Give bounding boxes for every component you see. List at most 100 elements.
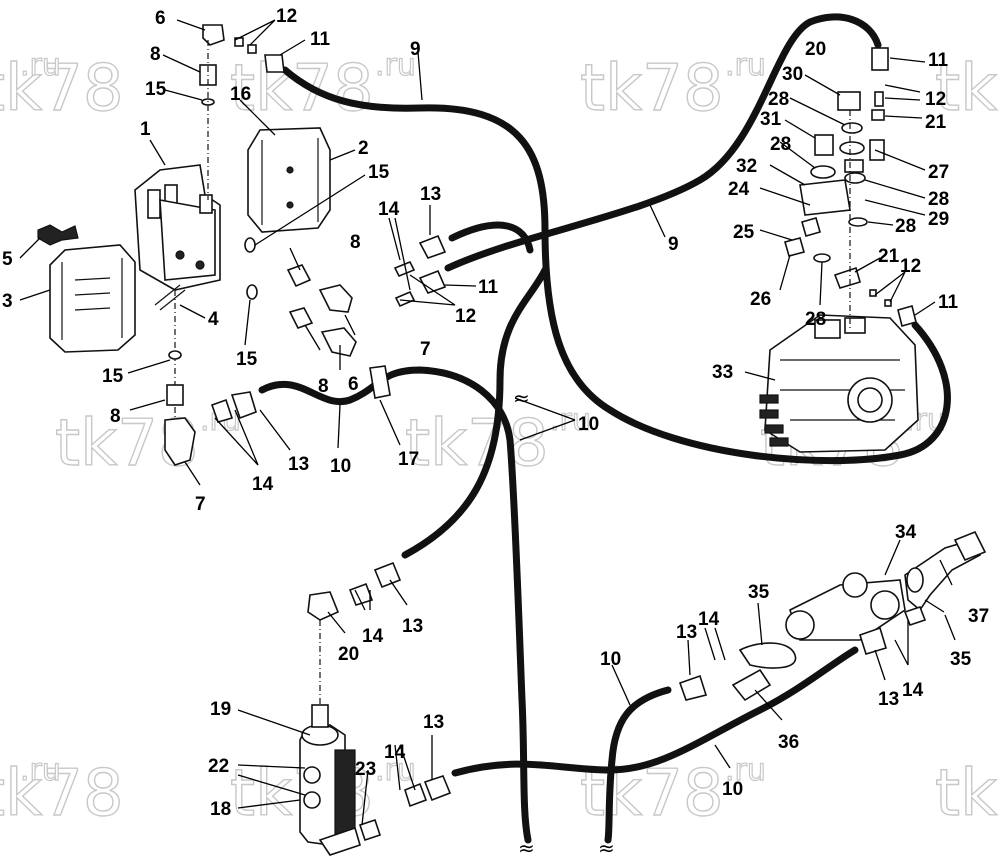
callout-31: 31 [760, 109, 782, 130]
break-symbols: ≈ ≈ ≈ [513, 386, 615, 860]
callout-32: 32 [736, 156, 757, 177]
injection-pump [759, 47, 919, 453]
callout-19: 19 [210, 699, 231, 720]
callout-13: 13 [423, 712, 444, 733]
callout-12: 12 [455, 306, 476, 327]
break-symbol: ≈ [598, 836, 615, 860]
callout-4: 4 [208, 309, 219, 330]
hose-10-right [604, 686, 672, 844]
callout-27: 27 [928, 162, 949, 183]
lift-pump [678, 530, 987, 702]
watermark-suffix: .ru [20, 753, 61, 788]
callout-10: 10 [722, 779, 743, 800]
callout-7: 7 [420, 339, 431, 360]
callout-33: 33 [712, 362, 733, 383]
hoses [258, 13, 951, 844]
callout-21: 21 [878, 246, 900, 267]
watermark-text: tk78 [405, 407, 549, 481]
callout-10: 10 [600, 649, 621, 670]
callout-15: 15 [368, 162, 390, 183]
callout-28: 28 [805, 309, 826, 330]
callout-14: 14 [698, 609, 720, 630]
watermark-text: tk78 [935, 52, 1000, 126]
callout-8: 8 [318, 376, 329, 397]
callout-labels: 6 12 11 9 8 15 16 1 2 15 5 3 4 15 8 8 6 … [2, 6, 989, 820]
callout-25: 25 [733, 222, 755, 243]
callout-13: 13 [402, 616, 423, 637]
callout-8: 8 [350, 232, 361, 253]
hose-9-upper [444, 13, 882, 272]
break-symbol: ≈ [513, 386, 530, 410]
watermark-suffix: .ru [375, 48, 416, 83]
callout-30: 30 [782, 64, 803, 85]
hose-9-main [281, 66, 951, 465]
callout-15: 15 [102, 366, 124, 387]
callout-36: 36 [778, 732, 799, 753]
callout-34: 34 [895, 522, 917, 543]
callout-9: 9 [410, 39, 421, 60]
callout-35: 35 [748, 582, 770, 603]
callout-23: 23 [355, 759, 376, 780]
callout-6: 6 [155, 8, 166, 29]
callout-29: 29 [928, 209, 949, 230]
watermark-suffix: .ru [725, 753, 766, 788]
callout-13: 13 [420, 184, 441, 205]
callout-9: 9 [668, 234, 679, 255]
callout-20: 20 [805, 39, 826, 60]
callout-14: 14 [252, 474, 274, 495]
callout-11: 11 [928, 50, 949, 71]
callout-22: 22 [208, 756, 229, 777]
watermark-text: tk78 [0, 757, 124, 831]
hose-10-bottom [451, 646, 859, 777]
watermark-suffix: .ru [375, 753, 416, 788]
filter-head-bracket [37, 24, 447, 466]
watermark-suffix: .ru [550, 403, 591, 438]
callout-26: 26 [750, 289, 771, 310]
watermark-suffix: .ru [725, 48, 766, 83]
callout-20: 20 [338, 644, 359, 665]
callout-18: 18 [210, 799, 231, 820]
callout-8: 8 [110, 406, 121, 427]
callout-28: 28 [768, 89, 789, 110]
watermark-suffix: .ru [20, 48, 61, 83]
callout-28: 28 [895, 216, 916, 237]
callout-24: 24 [728, 179, 750, 200]
callout-11: 11 [938, 292, 959, 313]
fuel-filter [299, 561, 452, 856]
callout-12: 12 [925, 89, 946, 110]
callout-15: 15 [145, 79, 167, 100]
callout-14: 14 [362, 626, 384, 647]
callout-11: 11 [478, 277, 499, 298]
watermark-text: tk78 [580, 52, 724, 126]
callout-14: 14 [902, 680, 924, 701]
callout-14: 14 [378, 199, 400, 220]
callout-35: 35 [950, 649, 972, 670]
callout-11: 11 [310, 29, 331, 50]
callout-14: 14 [384, 742, 406, 763]
callout-28: 28 [770, 134, 791, 155]
callout-16: 16 [230, 84, 251, 105]
callout-8: 8 [150, 44, 161, 65]
leader-lines [19, 19, 956, 826]
callout-5: 5 [2, 249, 13, 270]
callout-37: 37 [968, 606, 989, 627]
callout-2: 2 [358, 138, 369, 159]
callout-21: 21 [925, 112, 947, 133]
callout-10: 10 [578, 414, 599, 435]
callout-1: 1 [140, 119, 151, 140]
callout-7: 7 [195, 494, 206, 515]
hose-13-center [448, 221, 534, 254]
callout-17: 17 [398, 449, 419, 470]
callout-28: 28 [928, 189, 949, 210]
callout-3: 3 [2, 291, 13, 312]
hose-10-middle [401, 266, 549, 559]
callout-13: 13 [288, 454, 309, 475]
callout-15: 15 [236, 349, 258, 370]
callout-13: 13 [676, 622, 697, 643]
watermark-text: tk78 [230, 52, 374, 126]
callout-13: 13 [878, 689, 899, 710]
watermark-text: tk78 [0, 52, 124, 126]
callout-12: 12 [276, 6, 297, 27]
